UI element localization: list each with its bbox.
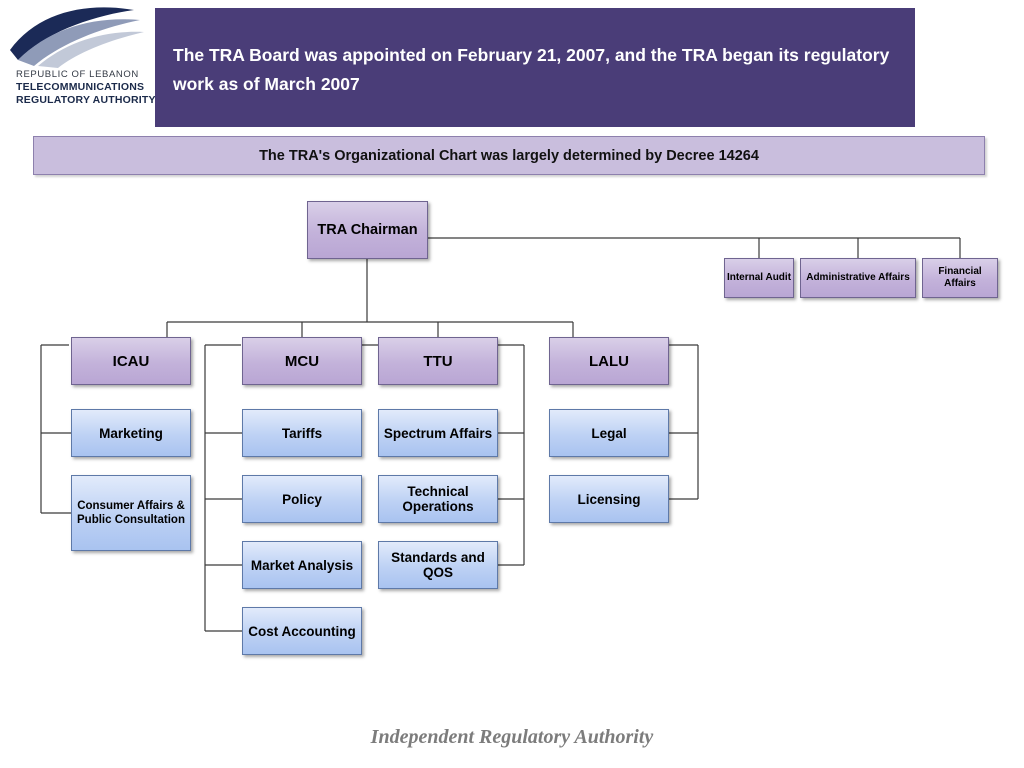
node-tra-chairman[interactable]: TRA Chairman (307, 201, 428, 259)
node-internal-audit[interactable]: Internal Audit (724, 258, 794, 298)
logo-swoosh-icon (10, 7, 144, 68)
node-icau[interactable]: ICAU (71, 337, 191, 385)
subtitle-text: The TRA's Organizational Chart was large… (259, 147, 759, 164)
header-title: The TRA Board was appointed on February … (173, 45, 890, 94)
node-label: Legal (591, 425, 627, 441)
node-label: Internal Audit (726, 272, 792, 283)
node-label: TRA Chairman (317, 221, 418, 238)
footer-caption: Independent Regulatory Authority (370, 726, 654, 748)
node-label: ICAU (112, 352, 150, 370)
node-label: Spectrum Affairs (383, 425, 493, 441)
node-licensing[interactable]: Licensing (549, 475, 669, 523)
node-lalu[interactable]: LALU (549, 337, 669, 385)
node-label: TTU (423, 352, 453, 370)
node-market-analysis[interactable]: Market Analysis (242, 541, 362, 589)
node-label: LALU (589, 352, 629, 370)
node-label: MCU (284, 352, 320, 370)
logo-line-3: REGULATORY AUTHORITY (16, 94, 156, 106)
node-financial-affairs[interactable]: Financial Affairs (922, 258, 998, 298)
node-legal[interactable]: Legal (549, 409, 669, 457)
node-label: Licensing (577, 491, 641, 507)
logo-line-1: REPUBLIC OF LEBANON (16, 69, 139, 80)
node-label: Consumer Affairs & Public Consultation (77, 500, 185, 526)
node-label: Financial Affairs (938, 266, 982, 289)
node-tariffs[interactable]: Tariffs (242, 409, 362, 457)
node-administrative-affairs[interactable]: Administrative Affairs (800, 258, 916, 298)
node-label: Standards and QOS (391, 550, 485, 580)
node-spectrum-affairs[interactable]: Spectrum Affairs (378, 409, 498, 457)
node-mcu[interactable]: MCU (242, 337, 362, 385)
node-label: Administrative Affairs (806, 272, 910, 283)
node-cost-accounting[interactable]: Cost Accounting (242, 607, 362, 655)
subtitle-bar: The TRA's Organizational Chart was large… (33, 136, 985, 175)
node-technical-operations[interactable]: Technical Operations (378, 475, 498, 523)
logo-line-2: TELECOMMUNICATIONS (16, 81, 145, 93)
node-label: Policy (282, 491, 322, 507)
node-marketing[interactable]: Marketing (71, 409, 191, 457)
node-policy[interactable]: Policy (242, 475, 362, 523)
tra-logo: REPUBLIC OF LEBANON TELECOMMUNICATIONS R… (8, 6, 158, 130)
logo-wordmark: REPUBLIC OF LEBANON TELECOMMUNICATIONS R… (16, 68, 161, 107)
node-ttu[interactable]: TTU (378, 337, 498, 385)
node-label: Technical Operations (402, 484, 474, 514)
node-consumer-affairs-public-consultation[interactable]: Consumer Affairs & Public Consultation (71, 475, 191, 551)
node-label: Cost Accounting (248, 623, 356, 639)
node-label: Tariffs (281, 425, 323, 441)
node-label: Market Analysis (250, 557, 354, 573)
node-label: Marketing (99, 425, 163, 441)
node-standards-and-qos[interactable]: Standards and QOS (378, 541, 498, 589)
header-band: The TRA Board was appointed on February … (155, 8, 915, 127)
